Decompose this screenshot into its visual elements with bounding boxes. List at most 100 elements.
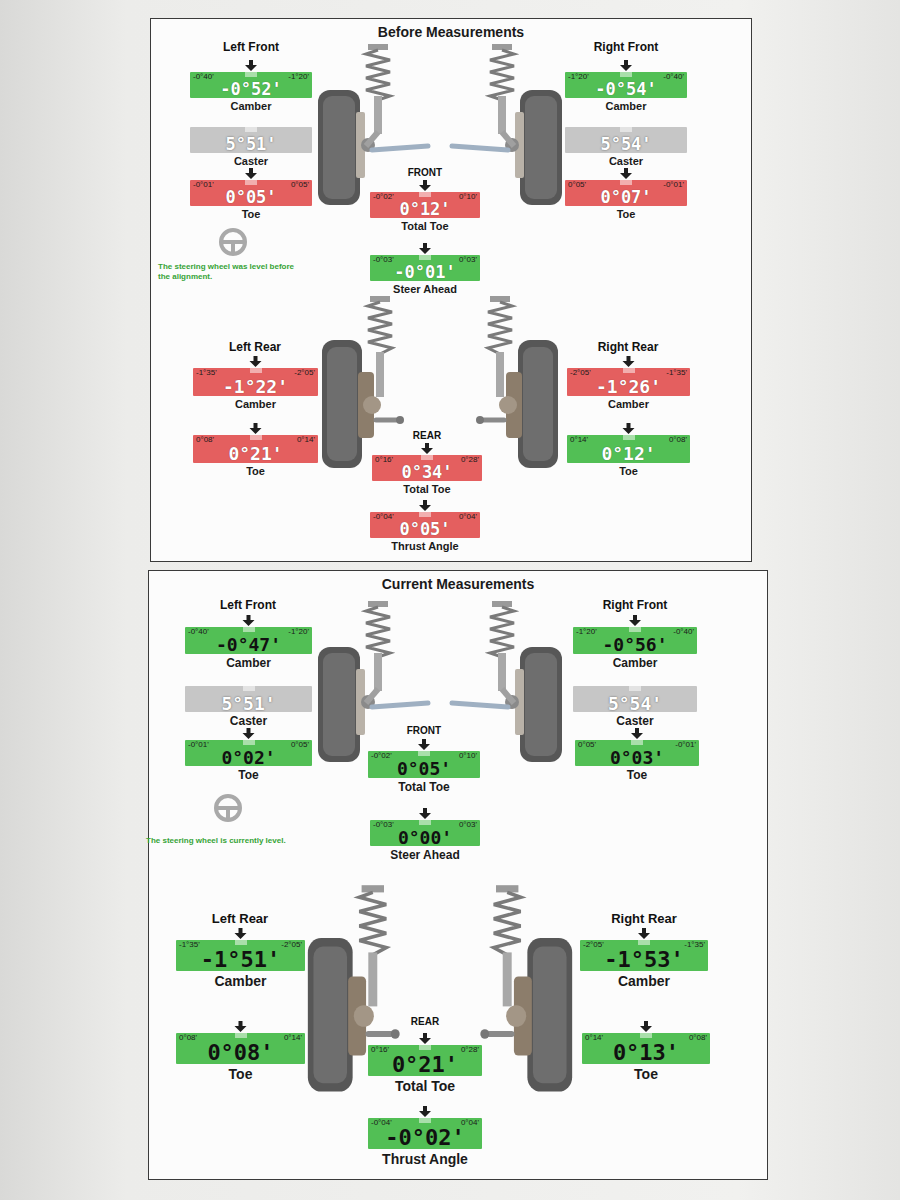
measurement-panel: Current Measurements-0°40'-1°20'-0°47'Ca… (148, 570, 768, 1180)
gauge-value-row: 0°08' (176, 1042, 305, 1064)
gauge-value-row: 0°05' (370, 521, 480, 538)
gauge-label: Toe (238, 768, 258, 782)
range-limit: -0°01' (188, 740, 209, 749)
range-limits: -0°03'0°03' (370, 255, 480, 264)
alignment-gauge: -0°02'0°10'0°12'Total Toe (370, 192, 480, 233)
section-label: Right Front (546, 40, 706, 54)
paper-panel (148, 570, 768, 1180)
pointer-arrow (631, 728, 643, 739)
range-limit: 0°08' (689, 1033, 707, 1042)
measured-value: -1°51' (201, 949, 280, 971)
status-note: The steering wheel was level before the … (158, 262, 308, 282)
gauge-value-row: 0°05' (368, 760, 480, 778)
gauge-label-row: Total Toe (370, 220, 480, 233)
gauge-value-row: -0°52' (190, 81, 312, 98)
measured-value: 0°07' (600, 189, 651, 206)
gauge-notch (620, 72, 632, 77)
range-limits: -0°40' -1°20' (190, 72, 312, 81)
gauge-label-row: Camber (573, 656, 697, 670)
section-label: REAR (387, 430, 467, 442)
range-limits: 0°16'0°28' (368, 1045, 482, 1054)
gauge-label: Toe (242, 208, 261, 221)
pointer-arrow (235, 1021, 247, 1032)
range-limits: -1°20'-0°40' (565, 72, 687, 81)
measured-value: 0°21' (228, 444, 282, 463)
range-limit: -0°40' (673, 627, 694, 636)
gauge-value-row: 5°54' (573, 695, 697, 712)
gauge-value-row: 0°34' (372, 464, 482, 481)
gauge-label: Toe (619, 465, 638, 478)
alignment-gauge: -1°20'-0°40'-0°56' Camber (573, 627, 697, 670)
gauge-label-row: Toe (185, 768, 312, 782)
gauge-label-row: Toe (567, 465, 690, 478)
gauge-value-row: -1°53' (580, 949, 708, 971)
gauge-label-row: Total Toe (372, 483, 482, 496)
range-limits: -0°04'0°04' (368, 1118, 482, 1127)
range-limit: 0°16' (375, 455, 393, 464)
pointer-arrow (620, 168, 632, 179)
alignment-gauge: 0°08'0°14'0°08'Toe (176, 1033, 305, 1082)
range-limit: 0°04' (459, 512, 477, 521)
rear-suspension-drawing (322, 296, 558, 468)
gauge-label: Toe (627, 768, 647, 782)
gauge-value-row: -1°26' (567, 377, 690, 396)
range-limits: 0°05'-0°01' (565, 180, 687, 189)
alignment-gauge: -0°01'0°05'0°05'Toe (190, 180, 312, 221)
gauge-label-row: Camber (567, 398, 690, 411)
gauge-bar: -1°20'-0°40'-0°56' (573, 627, 697, 654)
range-limits: 0°16'0°28' (372, 455, 482, 464)
range-limit: -0°01' (663, 180, 684, 189)
gauge-label: Camber (618, 973, 670, 989)
alignment-gauge: 5°54'Caster (573, 686, 697, 728)
range-limit: -2°05' (583, 940, 604, 949)
alignment-gauge: -0°03'0°03'0°00'Steer Ahead (370, 820, 480, 862)
pointer-arrow (245, 60, 257, 71)
measured-value: 0°13' (613, 1042, 679, 1064)
gauge-bar: -2°05'-1°35'-1°53' (580, 940, 708, 971)
gauge-label-row: Camber (176, 973, 305, 989)
pointer-arrow (421, 443, 433, 454)
section-label: Right Rear (548, 340, 708, 354)
alignment-gauge: -1°35'-2°05'-1°51'Camber (176, 940, 305, 989)
measured-value: 0°05' (399, 521, 450, 538)
gauge-value-row: -0°02' (368, 1127, 482, 1149)
range-limits: 0°05'-0°01' (575, 740, 699, 749)
gauge-label: Toe (246, 465, 265, 478)
gauge-bar: -0°02'0°10'0°05' (368, 751, 480, 778)
pointer-arrow (235, 928, 247, 939)
gauge-value-row: -1°22' (193, 377, 318, 396)
pointer-arrow (623, 423, 635, 434)
gauge-label: Total Toe (398, 780, 450, 794)
range-limit: -0°03' (373, 255, 394, 264)
range-limits: 0°14'0°08' (582, 1033, 710, 1042)
steering-wheel-icon (216, 796, 240, 820)
gauge-notch (245, 180, 257, 185)
alignment-gauge: 0°05'-0°01'0°03' Toe (575, 740, 699, 782)
range-limit: -0°01' (675, 740, 696, 749)
range-limit: -0°40' (193, 72, 214, 81)
range-limit: 0°08' (179, 1033, 197, 1042)
range-limit: 0°16' (371, 1045, 389, 1054)
gauge-label: Total Toe (403, 483, 450, 496)
gauge-label-row: Camber (193, 398, 318, 411)
gauge-notch (243, 686, 255, 691)
gauge-notch (631, 740, 643, 745)
measured-value: 0°03' (610, 749, 664, 766)
measured-value: 0°00' (398, 829, 452, 846)
alignment-gauge: -2°05'-1°35'-1°26'Camber (567, 368, 690, 411)
gauge-value-row: -0°54' (565, 81, 687, 98)
gauge-notch (419, 192, 431, 197)
gauge-label: Total Toe (395, 1078, 455, 1094)
gauge-label: Toe (617, 208, 636, 221)
gauge-bar: -0°03'0°03'0°00' (370, 820, 480, 846)
alignment-gauge: 0°14'0°08'0°12'Toe (567, 435, 690, 478)
pointer-arrow (243, 728, 255, 739)
range-limit: -1°20' (288, 72, 309, 81)
section-label: REAR (385, 1016, 465, 1028)
gauge-bar: -0°04'0°04'0°05' (370, 512, 480, 538)
gauge-bar: 0°16'0°28'0°34' (372, 455, 482, 481)
range-limit: 0°14' (570, 435, 588, 444)
range-limit: -2°05' (281, 940, 302, 949)
gauge-label: Camber (608, 398, 649, 411)
